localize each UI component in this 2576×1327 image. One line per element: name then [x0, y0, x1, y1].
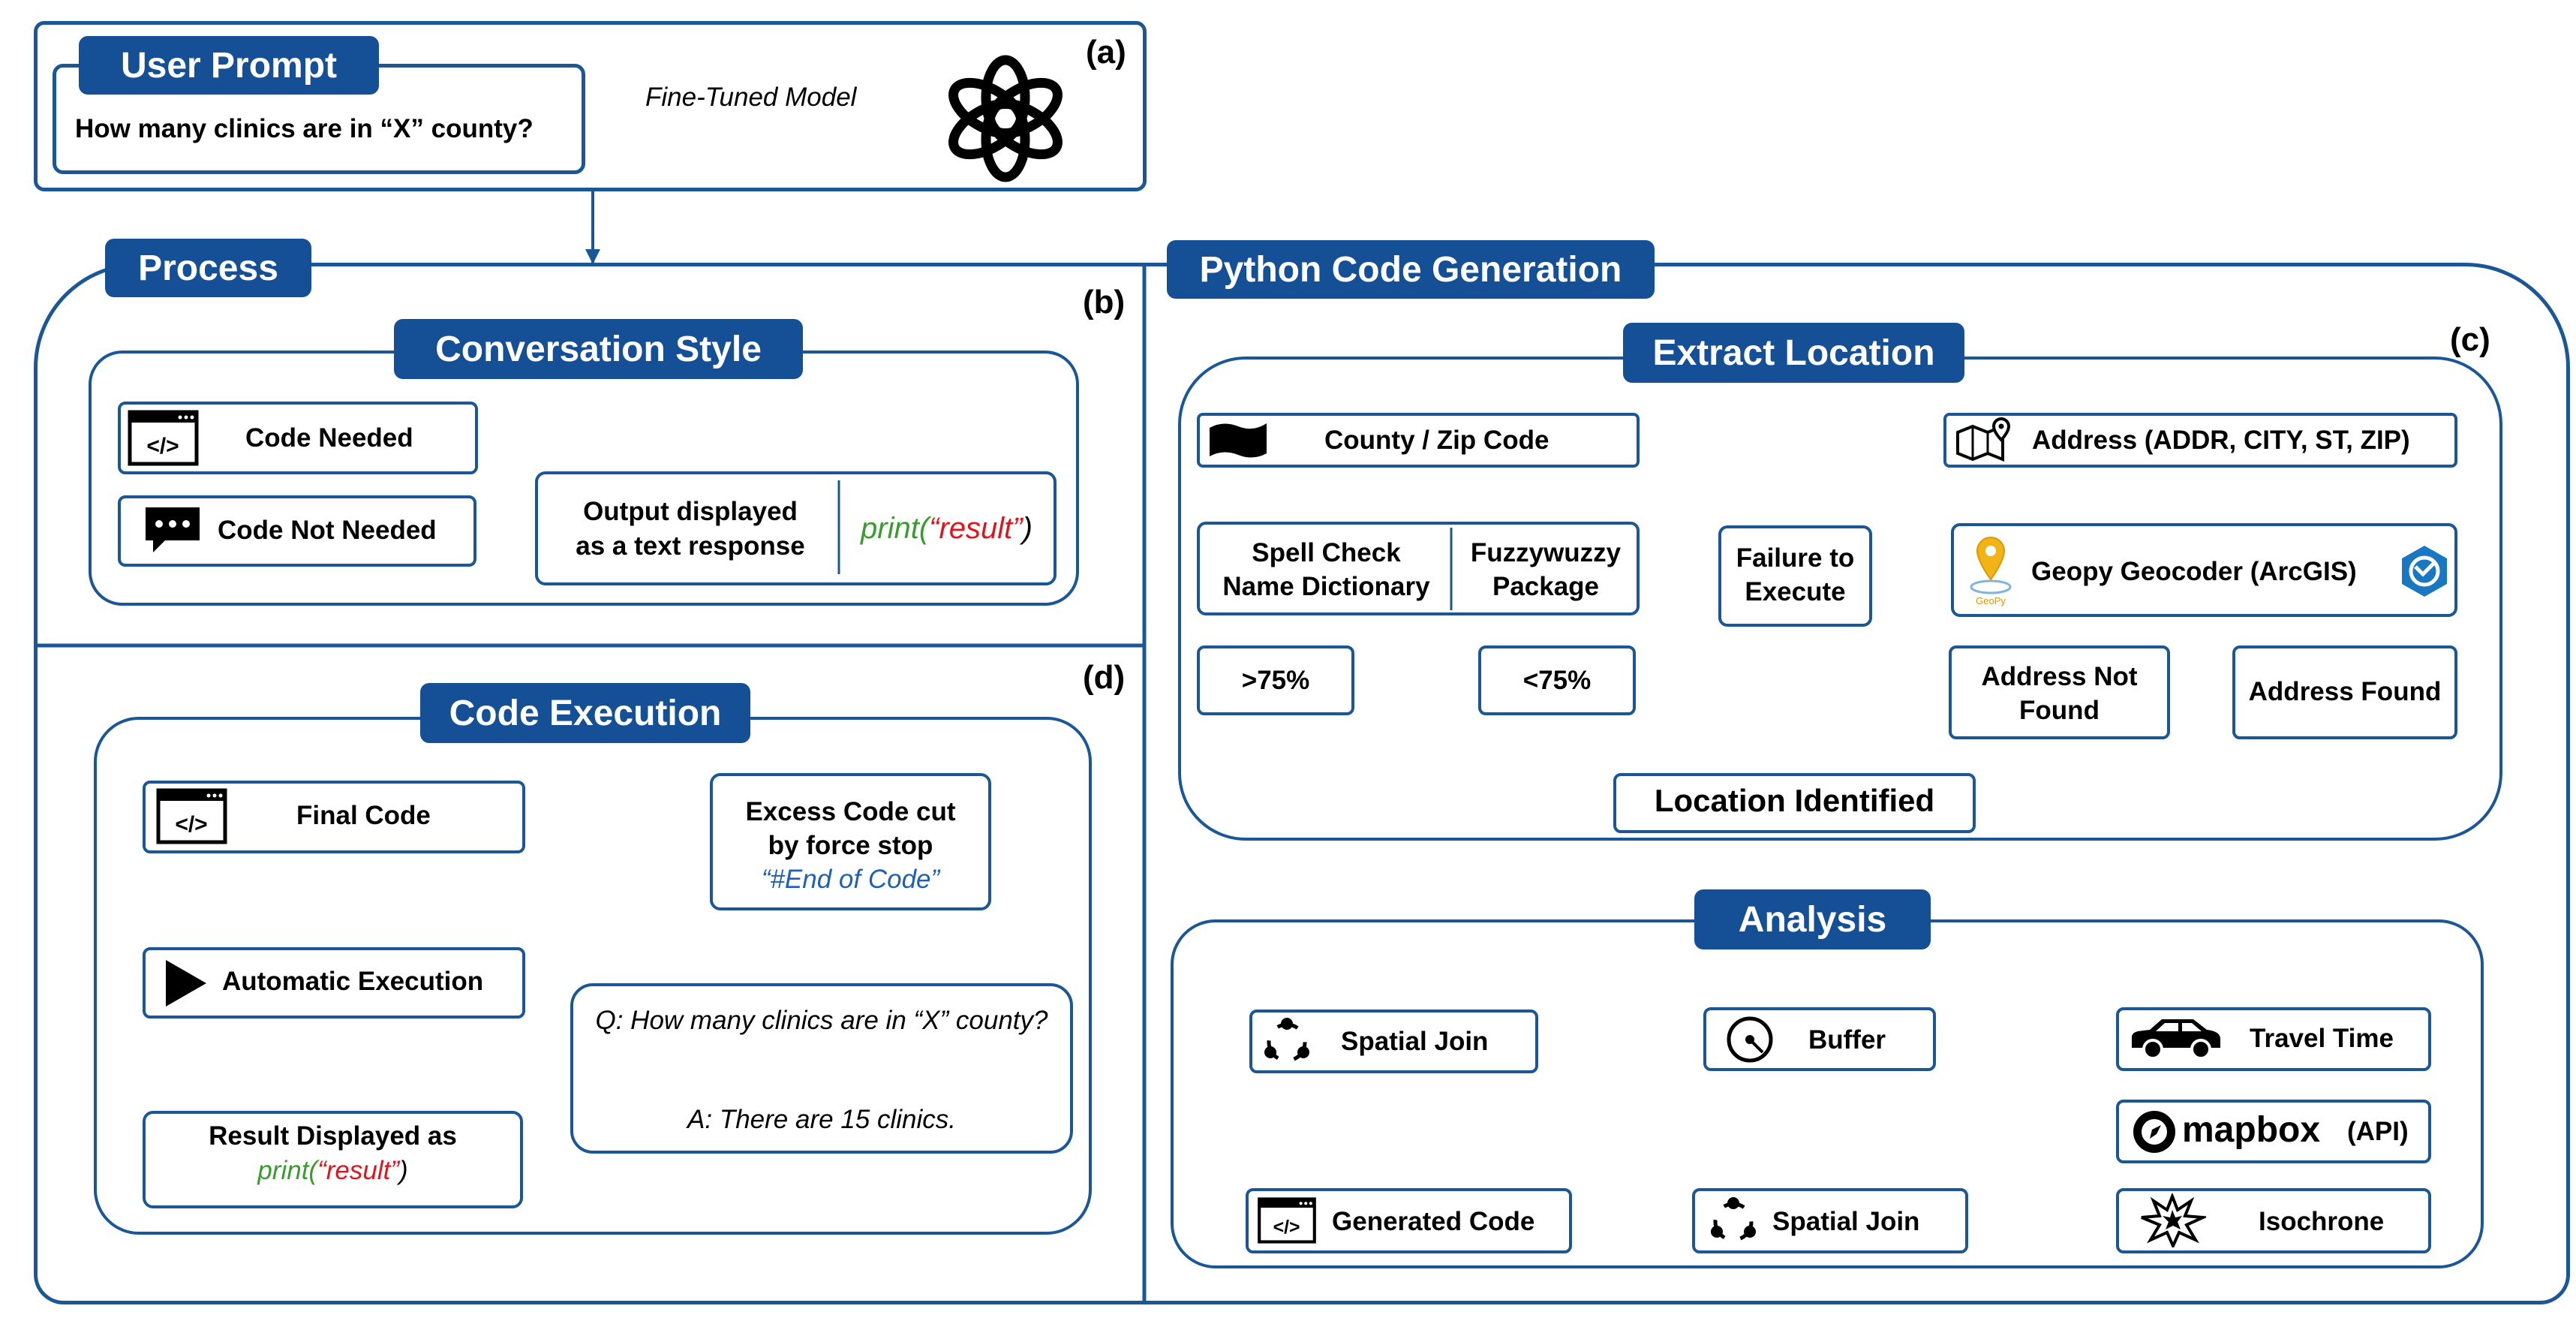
- extract-location-tab: Extract Location: [1623, 323, 1964, 383]
- map-pin-icon: [1956, 417, 2011, 462]
- spatial-join-1-box: [1249, 1010, 1538, 1073]
- result-displayed-box: [143, 1111, 523, 1208]
- geopy-label: Geopy Geocoder (ArcGIS): [2031, 557, 2357, 586]
- arcgis-globe-icon: [2402, 546, 2447, 597]
- mapbox-api-label: (API): [2347, 1117, 2409, 1146]
- qa-box: [570, 983, 1073, 1154]
- spell-check-line2: Name Dictionary: [1222, 572, 1430, 601]
- spatial-join-1-label: Spatial Join: [1341, 1027, 1489, 1056]
- address-found-box: [2232, 645, 2457, 739]
- county-zip-box: [1197, 413, 1640, 468]
- lt75-box: [1478, 645, 1636, 715]
- isochrone-burst-icon: [2141, 1193, 2206, 1247]
- process-tab: Process: [105, 239, 311, 297]
- gt75-label: >75%: [1241, 666, 1310, 695]
- svg-text:</>: </>: [1273, 1217, 1300, 1238]
- code-not-needed-label: Code Not Needed: [218, 516, 437, 545]
- code-needed-label: Code Needed: [245, 423, 413, 453]
- svg-text:</>: </>: [175, 812, 207, 837]
- spell-check-box: [1197, 522, 1640, 615]
- chat-bubble-icon: [146, 507, 200, 552]
- county-zip-label: County / Zip Code: [1324, 426, 1550, 455]
- address-label: Address (ADDR, CITY, ST, ZIP): [2032, 426, 2410, 455]
- code-window-icon: </>: [128, 410, 199, 466]
- gt75-box: [1197, 645, 1354, 715]
- excess-line3: “#End of Code”: [761, 865, 940, 894]
- print-close: ): [1022, 512, 1033, 545]
- address-not-found-box: [1949, 645, 2170, 739]
- corner-label-d: (d): [1083, 659, 1126, 696]
- automatic-execution-label: Automatic Execution: [222, 967, 484, 996]
- user-prompt-tab: User Prompt: [79, 36, 379, 95]
- location-identified-box: [1613, 773, 1976, 833]
- result-line1: Result Displayed as: [209, 1121, 457, 1151]
- print-fn: print(: [257, 1156, 318, 1185]
- lt75-label: <75%: [1522, 666, 1592, 695]
- spatial-join-2-label: Spatial Join: [1772, 1207, 1920, 1236]
- failure-line2: Execute: [1745, 577, 1846, 606]
- result-print-code: print(“result”): [143, 1154, 523, 1187]
- spatial-join-2-box: [1692, 1188, 1968, 1253]
- buffer-icon: [1727, 1016, 1773, 1063]
- location-identified-label: Location Identified: [1654, 783, 1935, 818]
- spatial-join-icon: [1711, 1197, 1756, 1242]
- svg-text:</>: </>: [146, 434, 179, 459]
- excess-line2: by force stop: [768, 831, 933, 860]
- fuzzywuzzy-line2: Package: [1492, 572, 1600, 601]
- output-display-box: [535, 471, 1057, 585]
- spell-check-divider: [1450, 528, 1453, 610]
- isochrone-box: [2116, 1188, 2431, 1253]
- output-text-line2: as a text response: [576, 531, 805, 561]
- prompt-text: How many clinics are in “X” county?: [75, 114, 534, 143]
- mapbox-label: mapbox: [2182, 1110, 2321, 1150]
- print-fn: print(: [861, 512, 930, 545]
- print-arg: “result”: [317, 1156, 399, 1185]
- spell-check-line1: Spell Check: [1252, 538, 1401, 567]
- geopy-logo-icon: GeoPy: [1970, 536, 2012, 606]
- buffer-label: Buffer: [1808, 1025, 1886, 1055]
- print-result-code: print(“result”): [861, 512, 1033, 545]
- qa-answer: A: There are 15 clinics.: [687, 1105, 956, 1134]
- code-window-icon: </>: [1258, 1197, 1316, 1244]
- analysis-tab: Analysis: [1694, 889, 1931, 949]
- geopy-box: [1951, 523, 2457, 617]
- car-icon: [2132, 1019, 2220, 1060]
- code-window-icon: </>: [156, 788, 227, 844]
- generated-code-label: Generated Code: [1332, 1207, 1535, 1236]
- output-text-line1: Output displayed: [583, 497, 798, 526]
- excess-code-box: [710, 773, 991, 910]
- corner-label-b: (b): [1083, 284, 1126, 320]
- corner-label-c: (c): [2450, 321, 2490, 358]
- travel-time-label: Travel Time: [2250, 1024, 2394, 1053]
- isochrone-label: Isochrone: [2259, 1207, 2385, 1236]
- print-close: ): [399, 1156, 408, 1185]
- address-box: [1943, 413, 2457, 468]
- print-arg: “result”: [929, 512, 1023, 545]
- failure-line1: Failure to: [1736, 543, 1855, 573]
- conversation-style-tab: Conversation Style: [394, 319, 803, 379]
- openai-logo-icon: [948, 55, 1063, 182]
- address-not-found-line2: Found: [2019, 696, 2100, 725]
- final-code-label: Final Code: [296, 801, 431, 830]
- automatic-execution-box: [143, 947, 525, 1019]
- code-execution-tab: Code Execution: [420, 683, 750, 743]
- excess-line1: Excess Code cut: [745, 797, 956, 826]
- mapbox-logo-icon: [2133, 1111, 2175, 1153]
- python-code-generation-tab: Python Code Generation: [1167, 240, 1655, 299]
- corner-label-a: (a): [1086, 34, 1126, 71]
- failure-to-execute-box: [1718, 525, 1872, 627]
- flag-icon: [1210, 423, 1267, 458]
- qa-question: Q: How many clinics are in “X” county?: [595, 1006, 1048, 1035]
- address-found-label: Address Found: [2248, 677, 2442, 706]
- play-icon: [166, 960, 206, 1007]
- output-divider: [837, 480, 840, 574]
- geopy-logo-text: GeoPy: [1976, 595, 2006, 606]
- spatial-join-icon: [1264, 1018, 1309, 1063]
- address-not-found-line1: Address Not: [1981, 662, 2138, 691]
- fine-tuned-model-label: Fine-Tuned Model: [645, 83, 857, 112]
- fuzzywuzzy-line1: Fuzzywuzzy: [1470, 538, 1622, 567]
- mapbox-box: [2116, 1100, 2431, 1163]
